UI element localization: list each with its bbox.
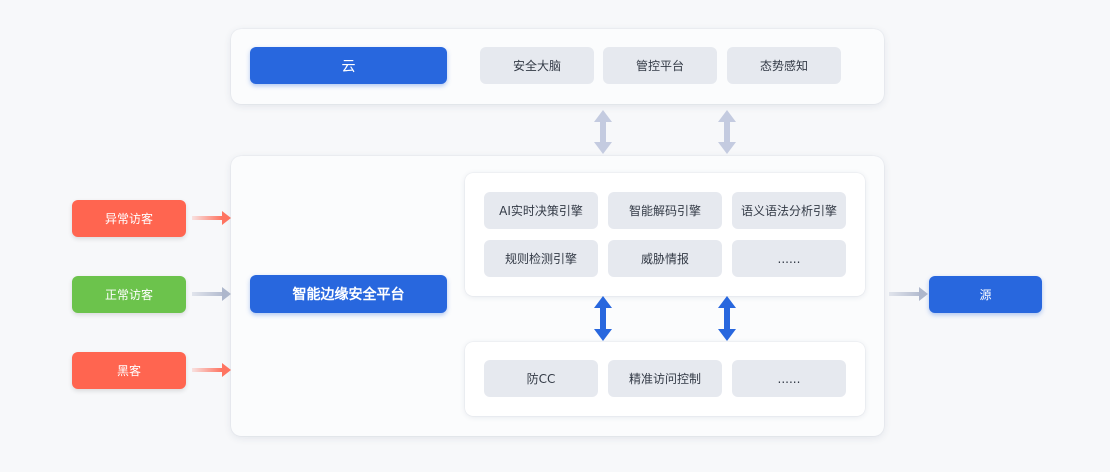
- source-node[interactable]: 源: [929, 276, 1042, 313]
- engine-more[interactable]: ......: [732, 240, 846, 277]
- cloud-title: 云: [341, 58, 356, 75]
- engine-label: AI实时决策引擎: [499, 204, 583, 218]
- sync-arrow-left: [594, 110, 612, 154]
- cloud-item-label: 态势感知: [759, 59, 808, 73]
- engine-label: 语义语法分析引擎: [740, 204, 837, 218]
- cloud-item-situation-awareness[interactable]: 态势感知: [727, 47, 841, 84]
- engine-label: ......: [777, 251, 801, 266]
- edge-platform-title-button[interactable]: 智能边缘安全平台: [250, 275, 447, 313]
- cloud-item-label: 管控平台: [635, 59, 684, 73]
- visitor-hacker[interactable]: 黑客: [72, 352, 186, 389]
- cloud-title-button[interactable]: 云: [250, 47, 447, 84]
- visitor-label: 黑客: [116, 364, 141, 378]
- engine-label: 威胁情报: [640, 252, 689, 266]
- engine-rule-detection[interactable]: 规则检测引擎: [484, 240, 598, 277]
- control-label: 防CC: [526, 372, 556, 386]
- control-anti-cc[interactable]: 防CC: [484, 360, 598, 397]
- control-label: ......: [777, 371, 801, 386]
- source-label: 源: [979, 288, 992, 302]
- arrow-abnormal-to-platform: [192, 211, 231, 225]
- cloud-item-control-platform[interactable]: 管控平台: [603, 47, 717, 84]
- arrow-hacker-to-platform: [192, 363, 231, 377]
- control-precise-access[interactable]: 精准访问控制: [608, 360, 722, 397]
- cloud-item-label: 安全大脑: [512, 59, 561, 73]
- flow-arrow-left: [594, 296, 612, 341]
- engine-semantic-syntax-analysis[interactable]: 语义语法分析引擎: [732, 192, 846, 229]
- visitor-label: 异常访客: [104, 212, 153, 226]
- visitor-label: 正常访客: [104, 288, 153, 302]
- engine-label: 规则检测引擎: [504, 252, 577, 266]
- engine-label: 智能解码引擎: [628, 204, 701, 218]
- cloud-item-security-brain[interactable]: 安全大脑: [480, 47, 594, 84]
- edge-platform-title: 智能边缘安全平台: [292, 287, 405, 303]
- control-label: 精准访问控制: [628, 372, 701, 386]
- sync-arrow-right: [718, 110, 736, 154]
- control-more[interactable]: ......: [732, 360, 846, 397]
- visitor-normal[interactable]: 正常访客: [72, 276, 186, 313]
- engine-ai-realtime-decision[interactable]: AI实时决策引擎: [484, 192, 598, 229]
- arrow-normal-to-platform: [192, 287, 231, 301]
- visitor-abnormal[interactable]: 异常访客: [72, 200, 186, 237]
- engine-threat-intelligence[interactable]: 威胁情报: [608, 240, 722, 277]
- flow-arrow-right: [718, 296, 736, 341]
- arrow-platform-to-source: [889, 287, 928, 301]
- engine-smart-decode[interactable]: 智能解码引擎: [608, 192, 722, 229]
